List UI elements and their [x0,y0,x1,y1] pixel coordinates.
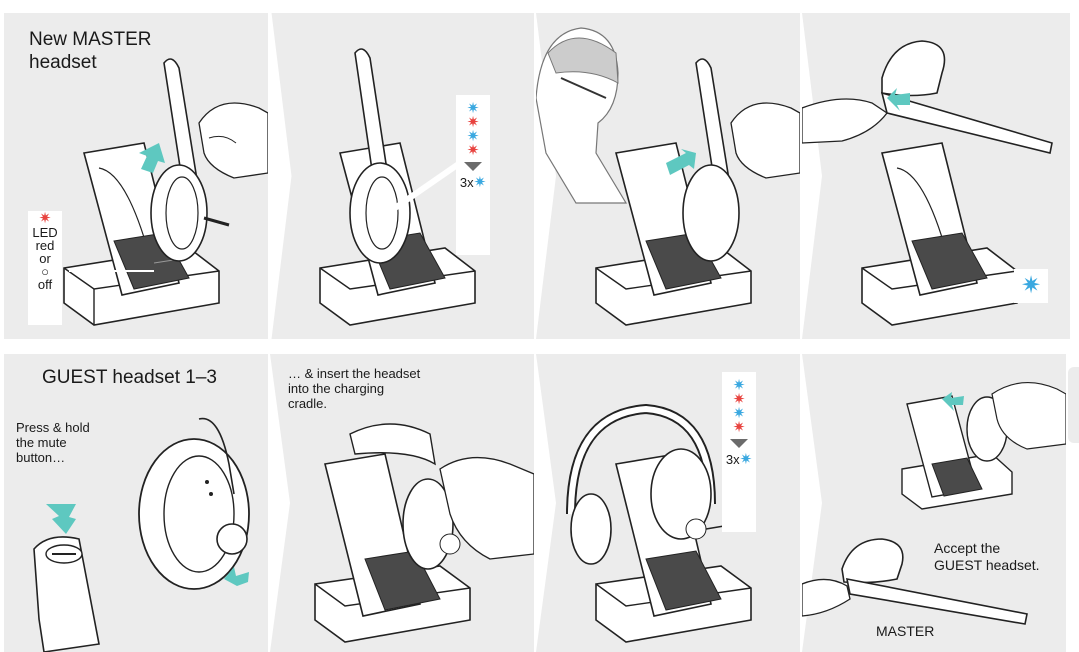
arrow-down-icon [464,162,482,171]
cradle-person-illustration [536,13,800,339]
led-sequence-box: ✷ ✷ ✷ ✷ 3x✷ [722,372,756,532]
headset-mute-illustration [4,354,268,652]
master-title: New MASTER headset [29,28,151,74]
sequence-label: 3x [460,175,474,190]
led-blue-icon: ✷ [474,175,487,190]
cradle-headset-illustration [270,13,534,339]
panel-guest-2: … & insert the headset into the charging… [270,354,534,652]
step4-caption: Accept the GUEST headset. [934,540,1040,574]
panel-master-2: ✷ ✷ ✷ ✷ 3x✷ [270,13,534,339]
accept-guest-illustration [802,354,1066,652]
master-label: MASTER [876,624,934,639]
guest-title: GUEST headset 1–3 [42,366,217,389]
step2-caption: … & insert the headset into the charging… [288,366,420,411]
cradle-headband-illustration [536,354,800,652]
teal-arrow-icon [46,504,76,534]
panel-master-4: ✷ [802,13,1070,339]
step1-caption: Press & hold the mute button… [16,420,90,465]
led-blue-icon: ✷ [1021,269,1041,303]
led-status-box: ✷ [1014,269,1048,303]
led-sequence-box: ✷ ✷ ✷ ✷ 3x✷ [456,95,490,255]
panel-guest-4: Accept the GUEST headset. MASTER [802,354,1066,652]
panel-guest-1: GUEST headset 1–3 Press & hold the mute … [4,354,268,652]
led-red-icon: ✷ [39,211,52,226]
panel-master-1: New MASTER headset ✷ LED red or ○ off [4,13,268,339]
side-tab [1068,367,1079,443]
panel-master-3 [536,13,800,339]
led-note-box: ✷ LED red or ○ off [28,211,62,325]
panel-guest-3: ✷ ✷ ✷ ✷ 3x✷ [536,354,800,652]
led-red-icon: ✷ [733,420,746,435]
sequence-label: 3x [726,452,740,467]
arrow-down-icon [730,439,748,448]
led-red-icon: ✷ [467,143,480,158]
led-blue-icon: ✷ [740,452,753,467]
led-note-line: off [28,278,62,291]
